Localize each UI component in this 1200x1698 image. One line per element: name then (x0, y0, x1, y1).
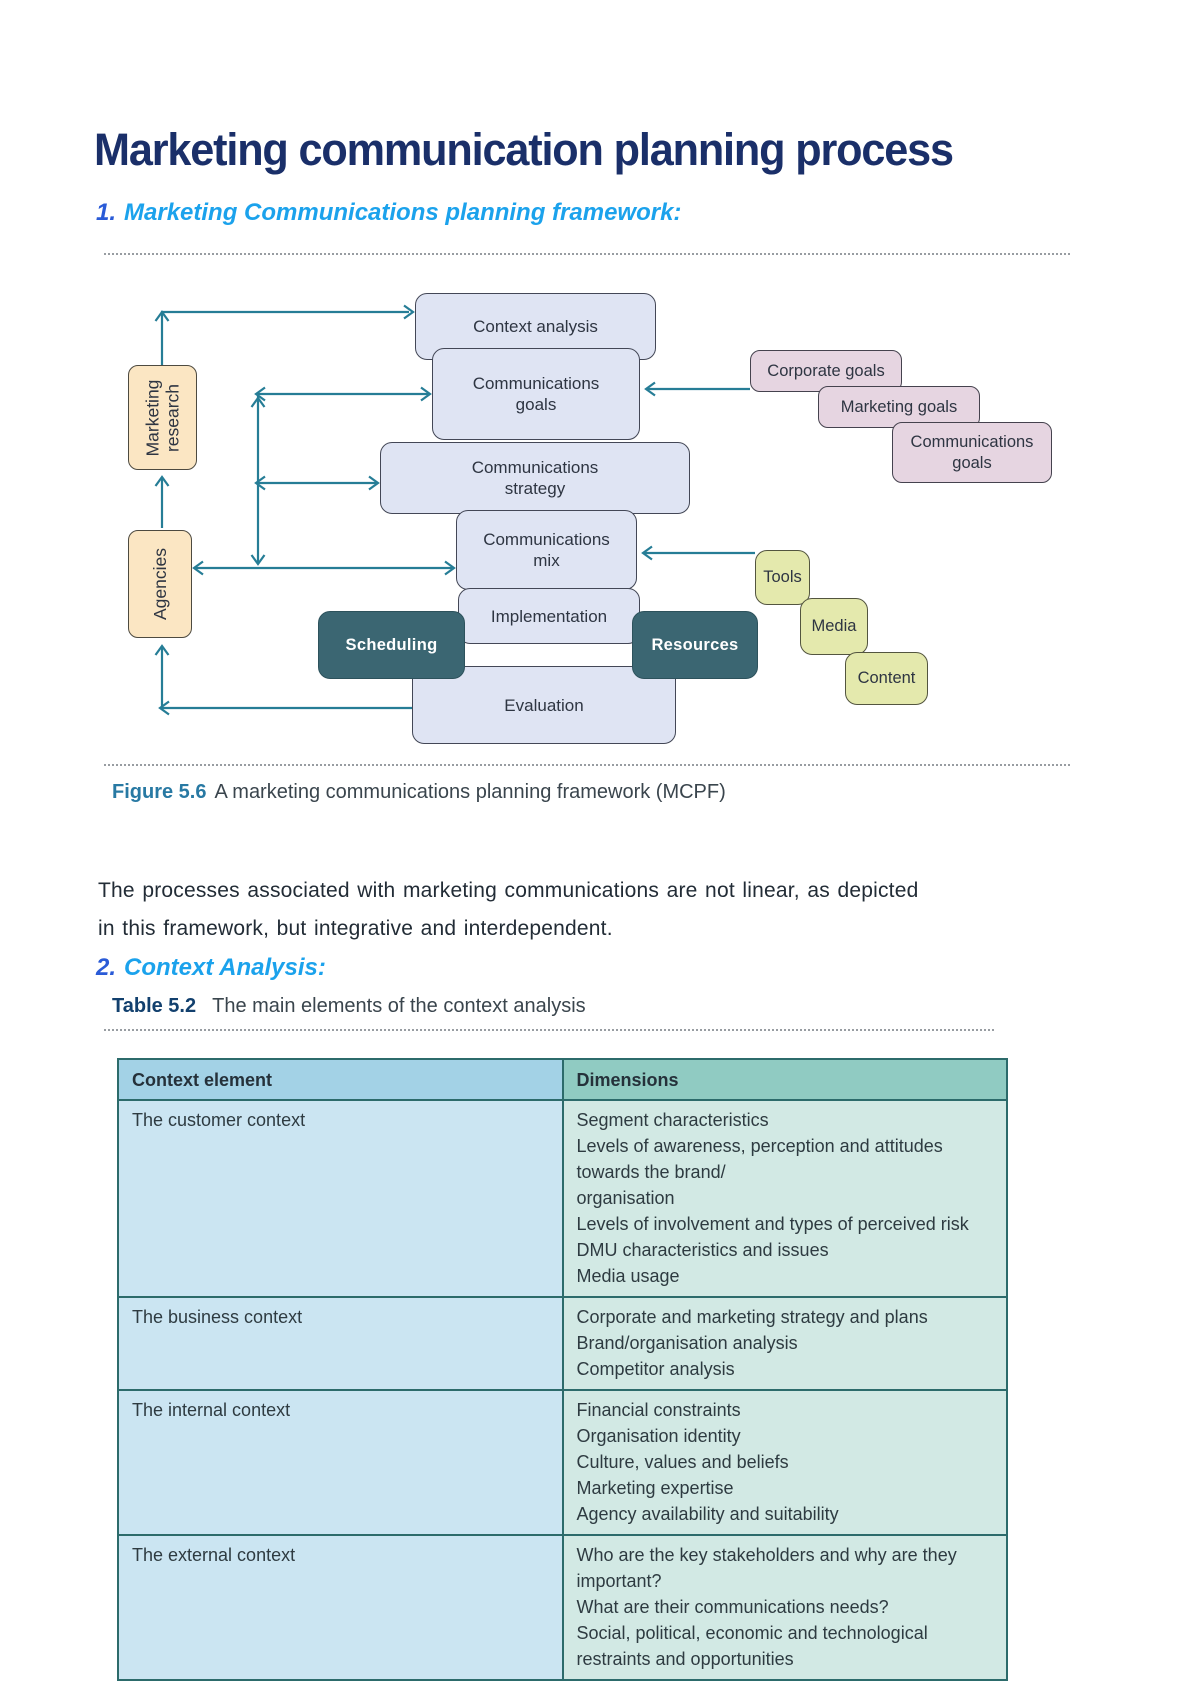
node-marketing-research-label: Marketing research (142, 379, 183, 456)
node-evaluation: Evaluation (412, 666, 676, 744)
figure-caption: Figure 5.6 A marketing communications pla… (112, 781, 726, 804)
node-communications-goals-cascade: Communications goals (892, 422, 1052, 483)
node-marketing-research: Marketing research (128, 365, 197, 470)
body-paragraph: The processes associated with marketing … (98, 879, 919, 940)
node-media: Media (800, 598, 868, 655)
context-element-cell: The business context (117, 1296, 564, 1391)
column-header-context-element: Context element (117, 1058, 564, 1101)
context-analysis-table: Context element Dimensions The customer … (117, 1058, 1008, 1681)
dotted-divider-figure (104, 764, 1070, 766)
page-title: Marketing communication planning process (94, 124, 954, 175)
dotted-divider-table (104, 1029, 994, 1031)
table-row: The business context Corporate and marke… (117, 1296, 1008, 1391)
table-caption-label: Table 5.2 (112, 995, 197, 1017)
arrow-research-to-context (154, 304, 415, 365)
table-header-row: Context element Dimensions (117, 1058, 1008, 1101)
table-caption-text: The main elements of the context analysi… (212, 995, 586, 1017)
table-caption: Table 5.2 The main elements of the contex… (112, 995, 586, 1018)
arrow-agencies-to-mix (192, 560, 456, 576)
context-element-cell: The customer context (117, 1099, 564, 1298)
node-corporate-goals: Corporate goals (750, 350, 902, 392)
node-agencies-label: Agencies (150, 548, 170, 620)
arrow-tools-to-communications-mix (641, 545, 755, 561)
figure-caption-text: A marketing communications planning fram… (214, 781, 726, 803)
node-tools: Tools (755, 550, 810, 605)
dimensions-cell: Financial constraints Organisation ident… (561, 1389, 1008, 1536)
dotted-divider-top (104, 253, 1070, 255)
node-resources: Resources (632, 611, 758, 679)
arrow-corporate-goals-to-communications-goals (644, 381, 750, 397)
section-title: Marketing Communications planning framew… (124, 199, 682, 226)
table-row: The external context Who are the key sta… (117, 1534, 1008, 1681)
section-heading-1: 1. Marketing Communications planning fram… (96, 199, 681, 227)
arrow-goals-two-way (254, 386, 432, 402)
mcpf-diagram: Context analysis Communications goals Co… (104, 254, 1070, 766)
arrow-strategy-two-way (254, 475, 380, 491)
node-content: Content (845, 652, 928, 705)
column-header-dimensions: Dimensions (561, 1058, 1008, 1101)
table-row: The customer context Segment characteris… (117, 1099, 1008, 1298)
dimensions-cell: Corporate and marketing strategy and pla… (561, 1296, 1008, 1391)
section-heading-2: 2. Context Analysis: (96, 954, 326, 982)
section-number: 1. (96, 199, 117, 226)
node-communications-goals: Communications goals (432, 348, 640, 440)
node-implementation: Implementation (458, 588, 640, 644)
dimensions-cell: Segment characteristics Levels of awaren… (561, 1099, 1008, 1298)
context-element-cell: The external context (117, 1534, 564, 1681)
node-agencies: Agencies (128, 530, 192, 638)
figure-caption-label: Figure 5.6 (112, 781, 207, 803)
node-communications-strategy: Communications strategy (380, 442, 690, 514)
node-scheduling: Scheduling (318, 611, 465, 679)
arrow-agencies-to-research (154, 475, 170, 528)
arrow-vertical-spine (250, 396, 266, 566)
section-number: 2. (96, 954, 117, 981)
section-title: Context Analysis: (124, 954, 326, 981)
node-marketing-goals: Marketing goals (818, 386, 980, 428)
table-row: The internal context Financial constrain… (117, 1389, 1008, 1536)
node-communications-mix: Communications mix (456, 510, 637, 590)
context-element-cell: The internal context (117, 1389, 564, 1536)
dimensions-cell: Who are the key stakeholders and why are… (561, 1534, 1008, 1681)
